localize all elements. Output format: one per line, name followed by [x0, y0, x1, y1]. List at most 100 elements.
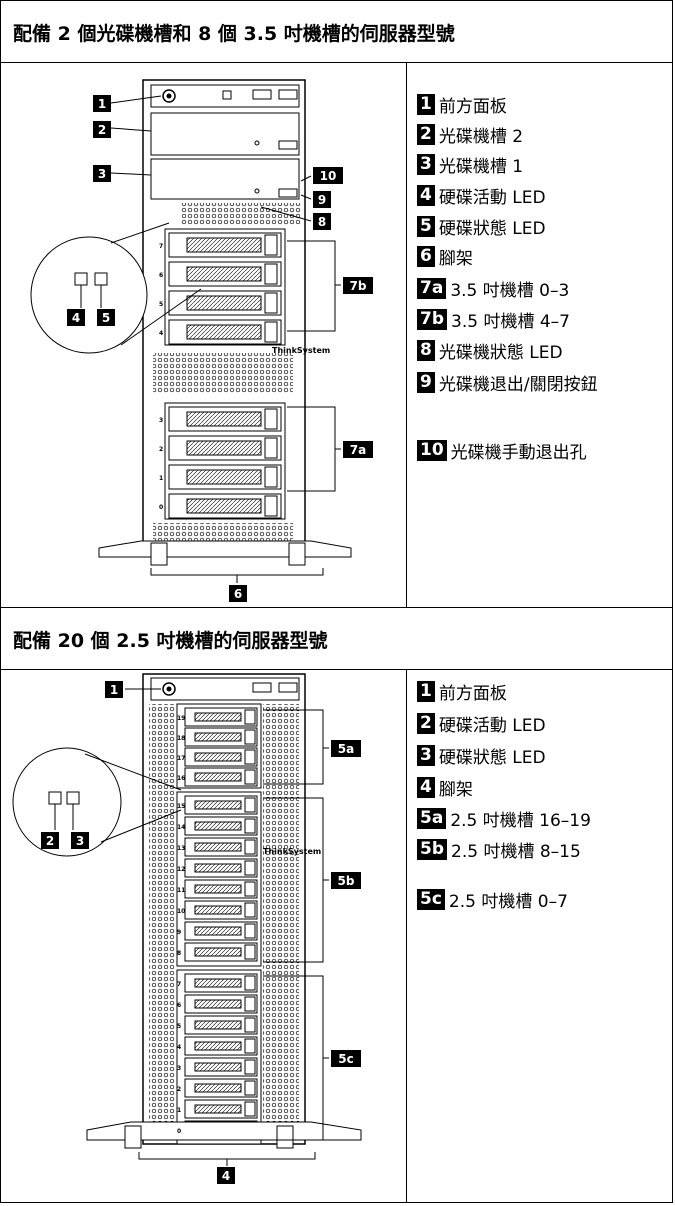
callout-3: 3	[76, 834, 84, 848]
bay-number: 17	[177, 755, 185, 762]
bay-number: 8	[177, 950, 181, 957]
optical-bay-1	[150, 158, 300, 200]
drive-bay-handle	[244, 860, 256, 876]
callout-5c-bg	[331, 1050, 361, 1067]
drive-bay-handle	[244, 944, 256, 960]
callout-8: 8	[318, 215, 326, 229]
legend-number-badge: 5b	[417, 838, 447, 860]
legend-number-badge: 3	[417, 153, 435, 175]
callout-7a: 7a	[350, 443, 366, 457]
drive-bay-handle	[244, 1017, 256, 1033]
id-icon	[222, 90, 232, 100]
drive-bay-grille	[194, 821, 242, 831]
legend-text: 光碟機狀態 LED	[438, 342, 563, 363]
bracket-5a	[263, 709, 329, 785]
callout-5c: 5c	[338, 1052, 353, 1066]
section1-title: 配備 2 個光碟機槽和 8 個 3.5 吋機槽的伺服器型號	[13, 23, 455, 45]
bracket-5c	[263, 975, 329, 1141]
drive-bay-grille	[186, 266, 262, 282]
bay-number: 7	[177, 981, 181, 988]
usb-port-icon	[252, 89, 272, 100]
drive-bay-grille	[194, 842, 242, 852]
legend-number-badge: 7a	[417, 277, 447, 299]
drive-bay-grille	[194, 926, 242, 936]
usb3-port-icon	[278, 89, 298, 100]
drive-bay-handle	[244, 769, 256, 785]
legend-number-badge: 1	[417, 680, 435, 702]
activity-led-icon	[74, 272, 88, 286]
callout-9: 9	[318, 193, 326, 207]
drive-bay-grille	[194, 800, 242, 810]
drive-bay-handle	[244, 1080, 256, 1096]
callout-1: 1	[110, 683, 118, 697]
bay-number: 11	[177, 887, 185, 894]
callout-4-bg	[67, 309, 85, 326]
drive-bay-grille	[194, 884, 242, 894]
foot-left-2	[124, 1125, 142, 1149]
callout-6-bg	[229, 585, 247, 602]
bay-number: 0	[159, 504, 163, 511]
callout-5: 5	[102, 311, 110, 325]
drive-bay-handle	[264, 495, 278, 517]
legend-text: 硬碟狀態 LED	[438, 218, 546, 239]
legend-number-badge: 8	[417, 339, 435, 361]
callout-10-bg	[313, 167, 343, 184]
drive-bay-handle	[244, 881, 256, 897]
callout-9-bg	[313, 191, 331, 208]
bay-number: 5	[159, 301, 163, 308]
drive-bay-handle	[264, 408, 278, 430]
drive-bay-grille	[194, 1041, 242, 1051]
bay-number: 6	[177, 1002, 181, 1009]
legend-number-badge: 7b	[417, 308, 447, 330]
vent-pattern-top	[181, 203, 301, 225]
optical-bay-2	[150, 112, 300, 156]
drive-bay-handle	[244, 996, 256, 1012]
bay-number: 14	[177, 824, 185, 831]
callout-3-bg	[71, 832, 89, 849]
drive-bay-grille	[186, 237, 262, 253]
drive-bay-handle	[244, 1101, 256, 1117]
legend-text: 光碟機槽 2	[438, 126, 524, 147]
drive-bay-grille	[186, 469, 262, 485]
section1-header: 配備 2 個光碟機槽和 8 個 3.5 吋機槽的伺服器型號	[0, 0, 673, 63]
bay-number: 5	[177, 1023, 181, 1030]
callout-2-bg	[93, 121, 111, 138]
legend-text: 3.5 吋機槽 0–3	[450, 280, 570, 301]
bay-number: 1	[177, 1107, 181, 1114]
foot-right-2	[276, 1125, 294, 1149]
drive-bay-handle	[244, 923, 256, 939]
drive-bay-grille	[194, 752, 242, 762]
bay-number: 15	[177, 803, 185, 810]
drive-bay-handle	[264, 234, 278, 256]
callout-4-bg	[217, 1167, 235, 1184]
legend-text: 硬碟活動 LED	[438, 715, 546, 736]
drive-bay-grille	[194, 978, 242, 988]
drive-bay-handle	[244, 818, 256, 834]
bay-number: 3	[159, 417, 163, 424]
callout-1-bg	[93, 95, 111, 112]
legend-number-badge: 4	[417, 776, 435, 798]
legend-text: 光碟機退出/關閉按鈕	[438, 374, 598, 395]
drive-bay-grille	[186, 295, 262, 311]
callout-2-bg	[41, 832, 59, 849]
usb-port-icon-2	[252, 682, 272, 693]
drive-bay-handle	[244, 729, 256, 745]
drive-bay-grille	[194, 947, 242, 957]
callout-7b-bg	[343, 277, 373, 294]
legend-number-badge: 3	[417, 744, 435, 766]
section2-title: 配備 20 個 2.5 吋機槽的伺服器型號	[13, 630, 328, 652]
legend-text: 硬碟狀態 LED	[438, 747, 546, 768]
drive-bay-handle	[244, 709, 256, 725]
legend-number-badge: 5c	[417, 888, 445, 910]
callout-7b: 7b	[350, 279, 367, 293]
legend-number-badge: 9	[417, 371, 435, 393]
